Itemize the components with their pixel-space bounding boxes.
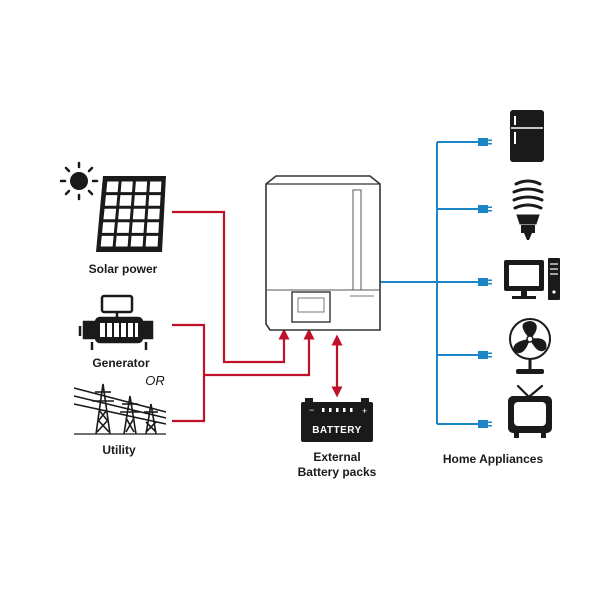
solar-cell bbox=[130, 235, 144, 247]
refrigerator-icon bbox=[510, 110, 544, 162]
solar-cell bbox=[103, 208, 117, 220]
solar-cell bbox=[106, 181, 119, 193]
battery-panel-text: BATTERY bbox=[312, 425, 362, 436]
svg-text:−: − bbox=[309, 405, 314, 415]
home-appliances-label: Home Appliances bbox=[442, 452, 544, 466]
solar-cell bbox=[104, 195, 118, 206]
utility-label: Utility bbox=[102, 443, 136, 457]
source-wires bbox=[172, 210, 343, 423]
solar-panel-icon bbox=[96, 176, 166, 252]
generator-wire bbox=[172, 323, 206, 375]
load-wires bbox=[380, 141, 478, 425]
solar-cell bbox=[146, 222, 160, 233]
utility-wire bbox=[172, 375, 206, 423]
solar-cell bbox=[133, 195, 147, 206]
battery-label-line2: Battery packs bbox=[297, 465, 377, 479]
solar-cell bbox=[116, 222, 130, 233]
generator-label: Generator bbox=[92, 356, 150, 370]
solar-power-label: Solar power bbox=[88, 262, 158, 276]
or-label: OR bbox=[145, 373, 165, 388]
generator-icon bbox=[78, 294, 154, 350]
solar-cell bbox=[118, 208, 131, 220]
solar-cell bbox=[120, 181, 133, 193]
solar-cell bbox=[145, 235, 159, 247]
solar-cell bbox=[148, 195, 161, 206]
solar-cell bbox=[100, 235, 114, 247]
solar-cell bbox=[131, 222, 145, 233]
solar-cell bbox=[102, 222, 115, 233]
sun-icon bbox=[59, 161, 99, 201]
solar-cell bbox=[147, 208, 160, 220]
solar-wire bbox=[172, 210, 290, 364]
inverter-icon bbox=[265, 175, 381, 331]
battery-icon: − + bbox=[301, 398, 373, 442]
svg-text:+: + bbox=[362, 406, 367, 416]
plug-icon bbox=[478, 351, 492, 359]
solar-cell bbox=[132, 208, 146, 220]
plug-icon bbox=[478, 278, 492, 286]
plug-icons bbox=[478, 138, 492, 428]
fan-icon bbox=[509, 318, 551, 374]
plug-icon bbox=[478, 205, 492, 213]
light-bulb-icon bbox=[512, 179, 544, 240]
computer-icon bbox=[504, 258, 560, 300]
tv-icon bbox=[508, 384, 552, 438]
plug-icon bbox=[478, 138, 492, 146]
solar-cell bbox=[149, 181, 162, 193]
power-tower-icon bbox=[73, 383, 167, 435]
solar-cell bbox=[135, 181, 148, 193]
solar-cell bbox=[119, 195, 132, 206]
plug-icon bbox=[478, 420, 492, 428]
battery-label-line1: External bbox=[313, 450, 361, 464]
solar-cell bbox=[115, 235, 129, 247]
grid-to-inverter-wire bbox=[204, 328, 315, 377]
